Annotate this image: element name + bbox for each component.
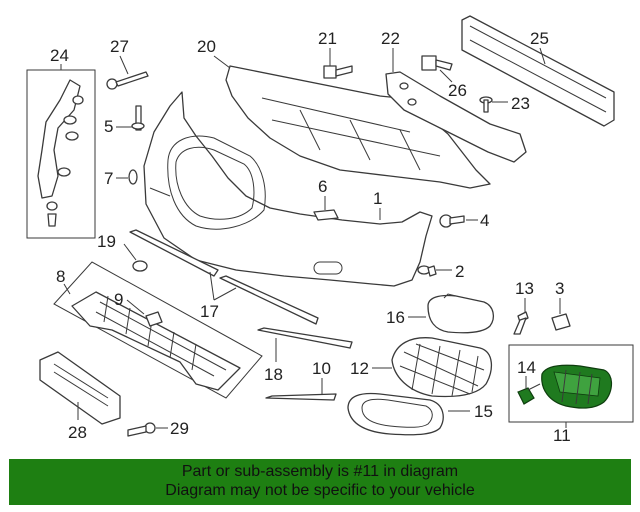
part-15-fog-surround[interactable] [347, 392, 444, 436]
callout-3: 3 [555, 279, 564, 298]
parts-diagram: 24 27 5 7 20 21 22 26 [26, 15, 634, 445]
part-3-nut-clip[interactable] [551, 313, 571, 331]
callout-4: 4 [480, 211, 489, 230]
part-5-push-pin[interactable] [131, 105, 145, 131]
callout-19: 19 [97, 232, 116, 251]
callout-17: 17 [200, 302, 219, 321]
callout-15: 15 [474, 402, 493, 421]
part-13-screw[interactable] [513, 311, 529, 335]
callout-11: 11 [553, 426, 571, 445]
callout-10: 10 [312, 359, 331, 378]
part-1-bumper-cover[interactable] [143, 91, 433, 287]
callout-8: 8 [56, 267, 65, 286]
callout-7: 7 [104, 169, 113, 188]
callout-6: 6 [318, 177, 327, 196]
part-16-cover[interactable] [427, 293, 495, 334]
callout-20: 20 [197, 37, 216, 56]
part-6-emblem-plate[interactable] [313, 209, 339, 221]
part-21-bolt[interactable] [323, 65, 353, 79]
part-19-clip[interactable] [132, 260, 148, 272]
part-2-clip[interactable] [417, 265, 437, 277]
callout-26: 26 [448, 81, 467, 100]
part-17-molding[interactable] [219, 275, 319, 325]
callout-22: 22 [381, 29, 400, 48]
callout-27: 27 [110, 37, 129, 56]
part-25-impact-bar[interactable] [461, 15, 615, 127]
part-7-clip[interactable] [128, 169, 138, 185]
part-10-trim-strip[interactable] [265, 393, 337, 401]
callout-16: 16 [386, 308, 405, 327]
part-9-retainer[interactable] [145, 311, 163, 327]
callout-2: 2 [455, 262, 464, 281]
callout-29: 29 [170, 419, 189, 438]
callout-14: 14 [517, 358, 536, 377]
banner-line-1: Part or sub-assembly is #11 in diagram [181, 463, 459, 480]
callout-18: 18 [264, 365, 283, 384]
part-26-bolt[interactable] [421, 55, 453, 71]
part-23-push-clip[interactable] [479, 96, 493, 113]
part-24-side-bracket[interactable] [26, 69, 96, 239]
part-12-fog-grille[interactable] [391, 337, 492, 398]
callout-25: 25 [530, 29, 549, 48]
callout-23: 23 [511, 94, 530, 113]
part-29-screw[interactable] [127, 422, 156, 437]
callout-28: 28 [68, 423, 87, 442]
info-banner: Part or sub-assembly is #11 in diagram D… [9, 459, 631, 505]
callout-1: 1 [373, 189, 382, 208]
callout-24: 24 [50, 46, 69, 65]
callout-9: 9 [114, 290, 123, 309]
callout-21: 21 [318, 29, 337, 48]
part-22-reinforcement[interactable] [385, 71, 527, 163]
part-18-trim-strip[interactable] [257, 327, 353, 349]
callout-13: 13 [515, 279, 534, 298]
part-8-lower-grille[interactable] [53, 261, 263, 399]
part-28-license-bracket[interactable] [39, 351, 121, 425]
part-14-bulb [517, 387, 535, 405]
callout-5: 5 [104, 117, 113, 136]
part-11-box [508, 344, 634, 423]
part-17-upper-strip[interactable] [129, 229, 219, 277]
part-4-screw[interactable] [439, 214, 465, 228]
callout-12: 12 [350, 359, 369, 378]
part-11-fog-light-assembly[interactable] [508, 344, 634, 423]
part-27-rod[interactable] [106, 71, 149, 90]
banner-line-2: Diagram may not be specific to your vehi… [165, 482, 475, 499]
